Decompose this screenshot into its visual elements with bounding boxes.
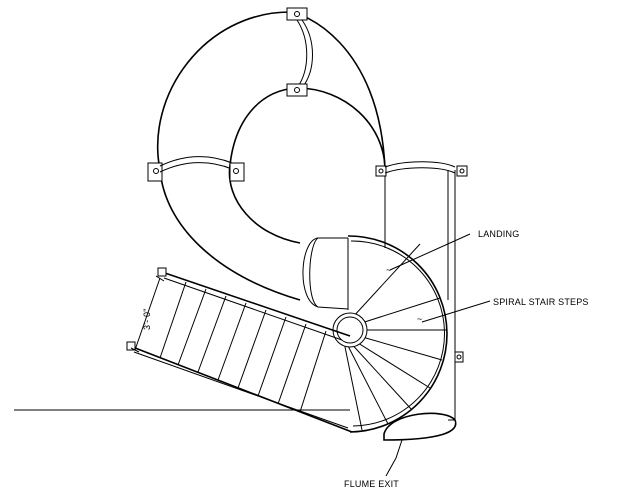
flume-exit-label: FLUME EXIT bbox=[344, 479, 399, 489]
stair-stringer-upper bbox=[161, 271, 351, 337]
leader-landing bbox=[389, 233, 471, 271]
spiral-stair-outer-edge bbox=[347, 235, 448, 433]
flume-inner-edge bbox=[228, 87, 386, 244]
support-band-right bbox=[375, 161, 468, 177]
arrow-glyph-landing: ~ bbox=[386, 265, 391, 275]
center-column-inner bbox=[336, 316, 364, 344]
leader-spiral-steps bbox=[421, 300, 491, 323]
support-band-top bbox=[286, 7, 313, 97]
stair-treads bbox=[159, 281, 327, 413]
stair-stringer-upper-inner bbox=[163, 277, 343, 341]
landing-label: LANDING bbox=[478, 229, 519, 239]
flume-outer-edge bbox=[156, 11, 386, 301]
support-band-left bbox=[147, 156, 245, 182]
width-dimension-label: 3'- 0" bbox=[142, 308, 152, 330]
flume-exit bbox=[383, 412, 457, 441]
width-dimension-line bbox=[134, 277, 161, 351]
center-column-outer bbox=[332, 312, 368, 348]
spiral-stair-treads bbox=[343, 238, 446, 431]
leader-flume-exit bbox=[385, 439, 403, 477]
spiral-stair-steps-label: SPIRAL STAIR STEPS bbox=[493, 297, 589, 307]
straight-stair bbox=[126, 267, 353, 433]
spiral-stair-inner-edge bbox=[350, 240, 445, 427]
stair-stringer-lower-inner bbox=[133, 351, 349, 429]
flume-entrance-collar bbox=[302, 237, 349, 310]
arrow-glyph-steps: ~ bbox=[417, 314, 422, 324]
spiral-stair: ~ ~ bbox=[332, 235, 448, 433]
support-clip-lower bbox=[454, 351, 464, 363]
stair-stringer-lower bbox=[129, 345, 353, 433]
